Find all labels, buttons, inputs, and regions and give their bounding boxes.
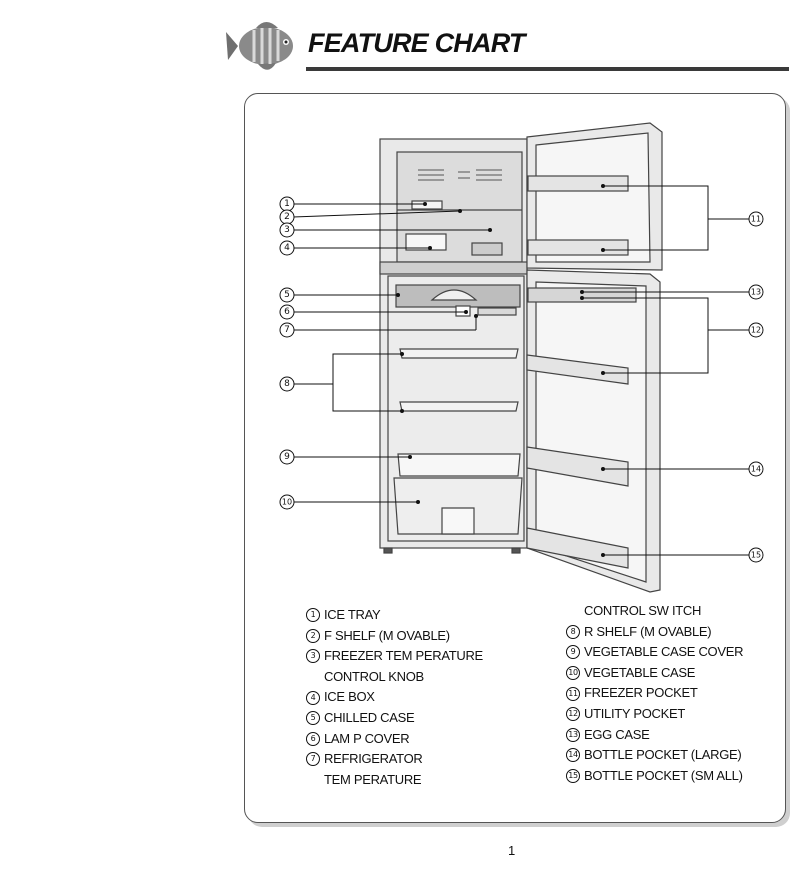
legend-item: 12 UTILITY POCKET bbox=[566, 704, 781, 725]
legend-number: 7 bbox=[306, 752, 320, 767]
legend-number: 5 bbox=[306, 711, 320, 726]
legend-number: 2 bbox=[306, 628, 320, 643]
callout-label-1: 1 bbox=[284, 199, 290, 209]
callout-label-9: 9 bbox=[284, 452, 290, 462]
legend-item: 7 REFRIGERATOR bbox=[306, 749, 556, 770]
freezer-pocket-upper bbox=[527, 175, 629, 192]
legend-text: EGG CASE bbox=[584, 726, 650, 742]
callout-3 bbox=[279, 222, 295, 238]
r-shelf-upper bbox=[399, 348, 519, 359]
ice-tray-shape bbox=[411, 200, 443, 210]
page-number: 1 bbox=[508, 843, 516, 858]
callout-label-8: 8 bbox=[284, 379, 290, 389]
legend-number: 4 bbox=[306, 690, 320, 705]
legend-text: ICE TRAY bbox=[324, 607, 381, 622]
callout-label-14: 14 bbox=[751, 465, 761, 474]
callout-7 bbox=[279, 322, 295, 338]
legend-item: 3 FREEZER TEM PERATURE bbox=[306, 646, 556, 667]
lamp-cover-shape bbox=[430, 289, 478, 301]
callout-11 bbox=[748, 211, 764, 227]
vegetable-case-shape bbox=[393, 477, 523, 535]
legend-item: 11 FREEZER POCKET bbox=[566, 683, 781, 704]
page-title: FEATURE CHART bbox=[308, 28, 525, 58]
legend-number: 15 bbox=[566, 769, 580, 784]
legend-text: R SHELF (M OVABLE) bbox=[584, 623, 712, 639]
legend-number: 13 bbox=[566, 727, 580, 742]
legend-item-continued: TEM PERATURE bbox=[306, 770, 556, 791]
callout-label-2: 2 bbox=[284, 212, 290, 222]
callout-15 bbox=[748, 547, 764, 563]
legend-number: 9 bbox=[566, 645, 580, 660]
ice-box-shape bbox=[405, 233, 447, 251]
legend-text: LAM P COVER bbox=[324, 730, 410, 746]
legend-item: 6 LAM P COVER bbox=[306, 729, 556, 750]
callout-8 bbox=[279, 376, 295, 392]
legend-item: 1 ICE TRAY bbox=[306, 605, 556, 626]
legend-item: 14 BOTTLE POCKET (LARGE) bbox=[566, 745, 781, 766]
callout-13 bbox=[748, 284, 764, 300]
legend-number: 1 bbox=[306, 608, 320, 623]
legend-item: 5 CHILLED CASE bbox=[306, 708, 556, 729]
callout-6 bbox=[279, 304, 295, 320]
legend-text: CHILLED CASE bbox=[324, 709, 415, 725]
legend-text: ICE BOX bbox=[324, 689, 375, 705]
legend-item: 2 F SHELF (M OVABLE) bbox=[306, 626, 556, 647]
legend-text: CONTROL SW ITCH bbox=[584, 603, 702, 618]
callout-label-15: 15 bbox=[751, 551, 761, 560]
callout-12 bbox=[748, 322, 764, 338]
legend-item-continued: CONTROL KNOB bbox=[306, 667, 556, 688]
legend-item: 4 ICE BOX bbox=[306, 687, 556, 708]
legend-item-continued: CONTROL SW ITCH bbox=[566, 601, 781, 622]
callout-9 bbox=[279, 449, 295, 465]
legend-item: 9 VEGETABLE CASE COVER bbox=[566, 642, 781, 663]
legend-left-column: 1 ICE TRAY 2 F SHELF (M OVABLE) 3 FREEZE… bbox=[306, 605, 556, 790]
callout-label-10: 10 bbox=[282, 498, 292, 507]
legend-number: 8 bbox=[566, 624, 580, 639]
title-rule bbox=[306, 67, 789, 71]
legend-text: BOTTLE POCKET (LARGE) bbox=[584, 747, 742, 763]
callout-5 bbox=[279, 287, 295, 303]
bottle-pocket-large-shape bbox=[526, 446, 629, 487]
callout-label-11: 11 bbox=[751, 215, 761, 224]
callout-10 bbox=[279, 494, 295, 510]
callout-label-7: 7 bbox=[284, 325, 290, 335]
legend-number: 3 bbox=[306, 649, 320, 664]
legend-item: 8 R SHELF (M OVABLE) bbox=[566, 622, 781, 643]
callout-label-3: 3 bbox=[284, 225, 290, 235]
callout-label-6: 6 bbox=[284, 307, 290, 317]
legend-item: 10 VEGETABLE CASE bbox=[566, 663, 781, 684]
legend-number: 12 bbox=[566, 707, 580, 722]
legend-item: 15 BOTTLE POCKET (SM ALL) bbox=[566, 766, 781, 787]
legend-number: 14 bbox=[566, 748, 580, 763]
r-shelf-lower bbox=[399, 401, 519, 412]
legend-number: 11 bbox=[566, 686, 580, 701]
legend-text: FREEZER TEM PERATURE bbox=[324, 648, 483, 664]
fish-logo-icon bbox=[226, 22, 293, 70]
legend-text: FREEZER POCKET bbox=[584, 685, 698, 701]
callout-label-12: 12 bbox=[751, 326, 761, 335]
bottle-pocket-small-shape bbox=[526, 527, 629, 569]
vegetable-cover-shape bbox=[397, 453, 521, 477]
callout-14 bbox=[748, 461, 764, 477]
legend-text: VEGETABLE CASE COVER bbox=[584, 644, 744, 660]
legend-text: REFRIGERATOR bbox=[324, 751, 423, 767]
freezer-pocket-lower bbox=[527, 239, 629, 256]
callout-label-13: 13 bbox=[751, 288, 761, 297]
legend-item: 13 EGG CASE bbox=[566, 725, 781, 746]
legend-right-column: CONTROL SW ITCH 8 R SHELF (M OVABLE) 9 V… bbox=[566, 601, 781, 786]
legend-number: 6 bbox=[306, 731, 320, 746]
legend-text: CONTROL KNOB bbox=[324, 668, 424, 684]
legend-text: VEGETABLE CASE bbox=[584, 664, 696, 680]
utility-pocket-shape bbox=[526, 354, 629, 385]
legend-number: 10 bbox=[566, 666, 580, 681]
legend-text: UTILITY POCKET bbox=[584, 705, 686, 721]
legend-text: BOTTLE POCKET (SM ALL) bbox=[584, 767, 743, 783]
callout-4 bbox=[279, 240, 295, 256]
legend-text: F SHELF (M OVABLE) bbox=[324, 627, 450, 643]
callout-label-4: 4 bbox=[284, 243, 290, 253]
callout-label-5: 5 bbox=[284, 290, 290, 300]
legend-text: TEM PERATURE bbox=[324, 771, 422, 787]
